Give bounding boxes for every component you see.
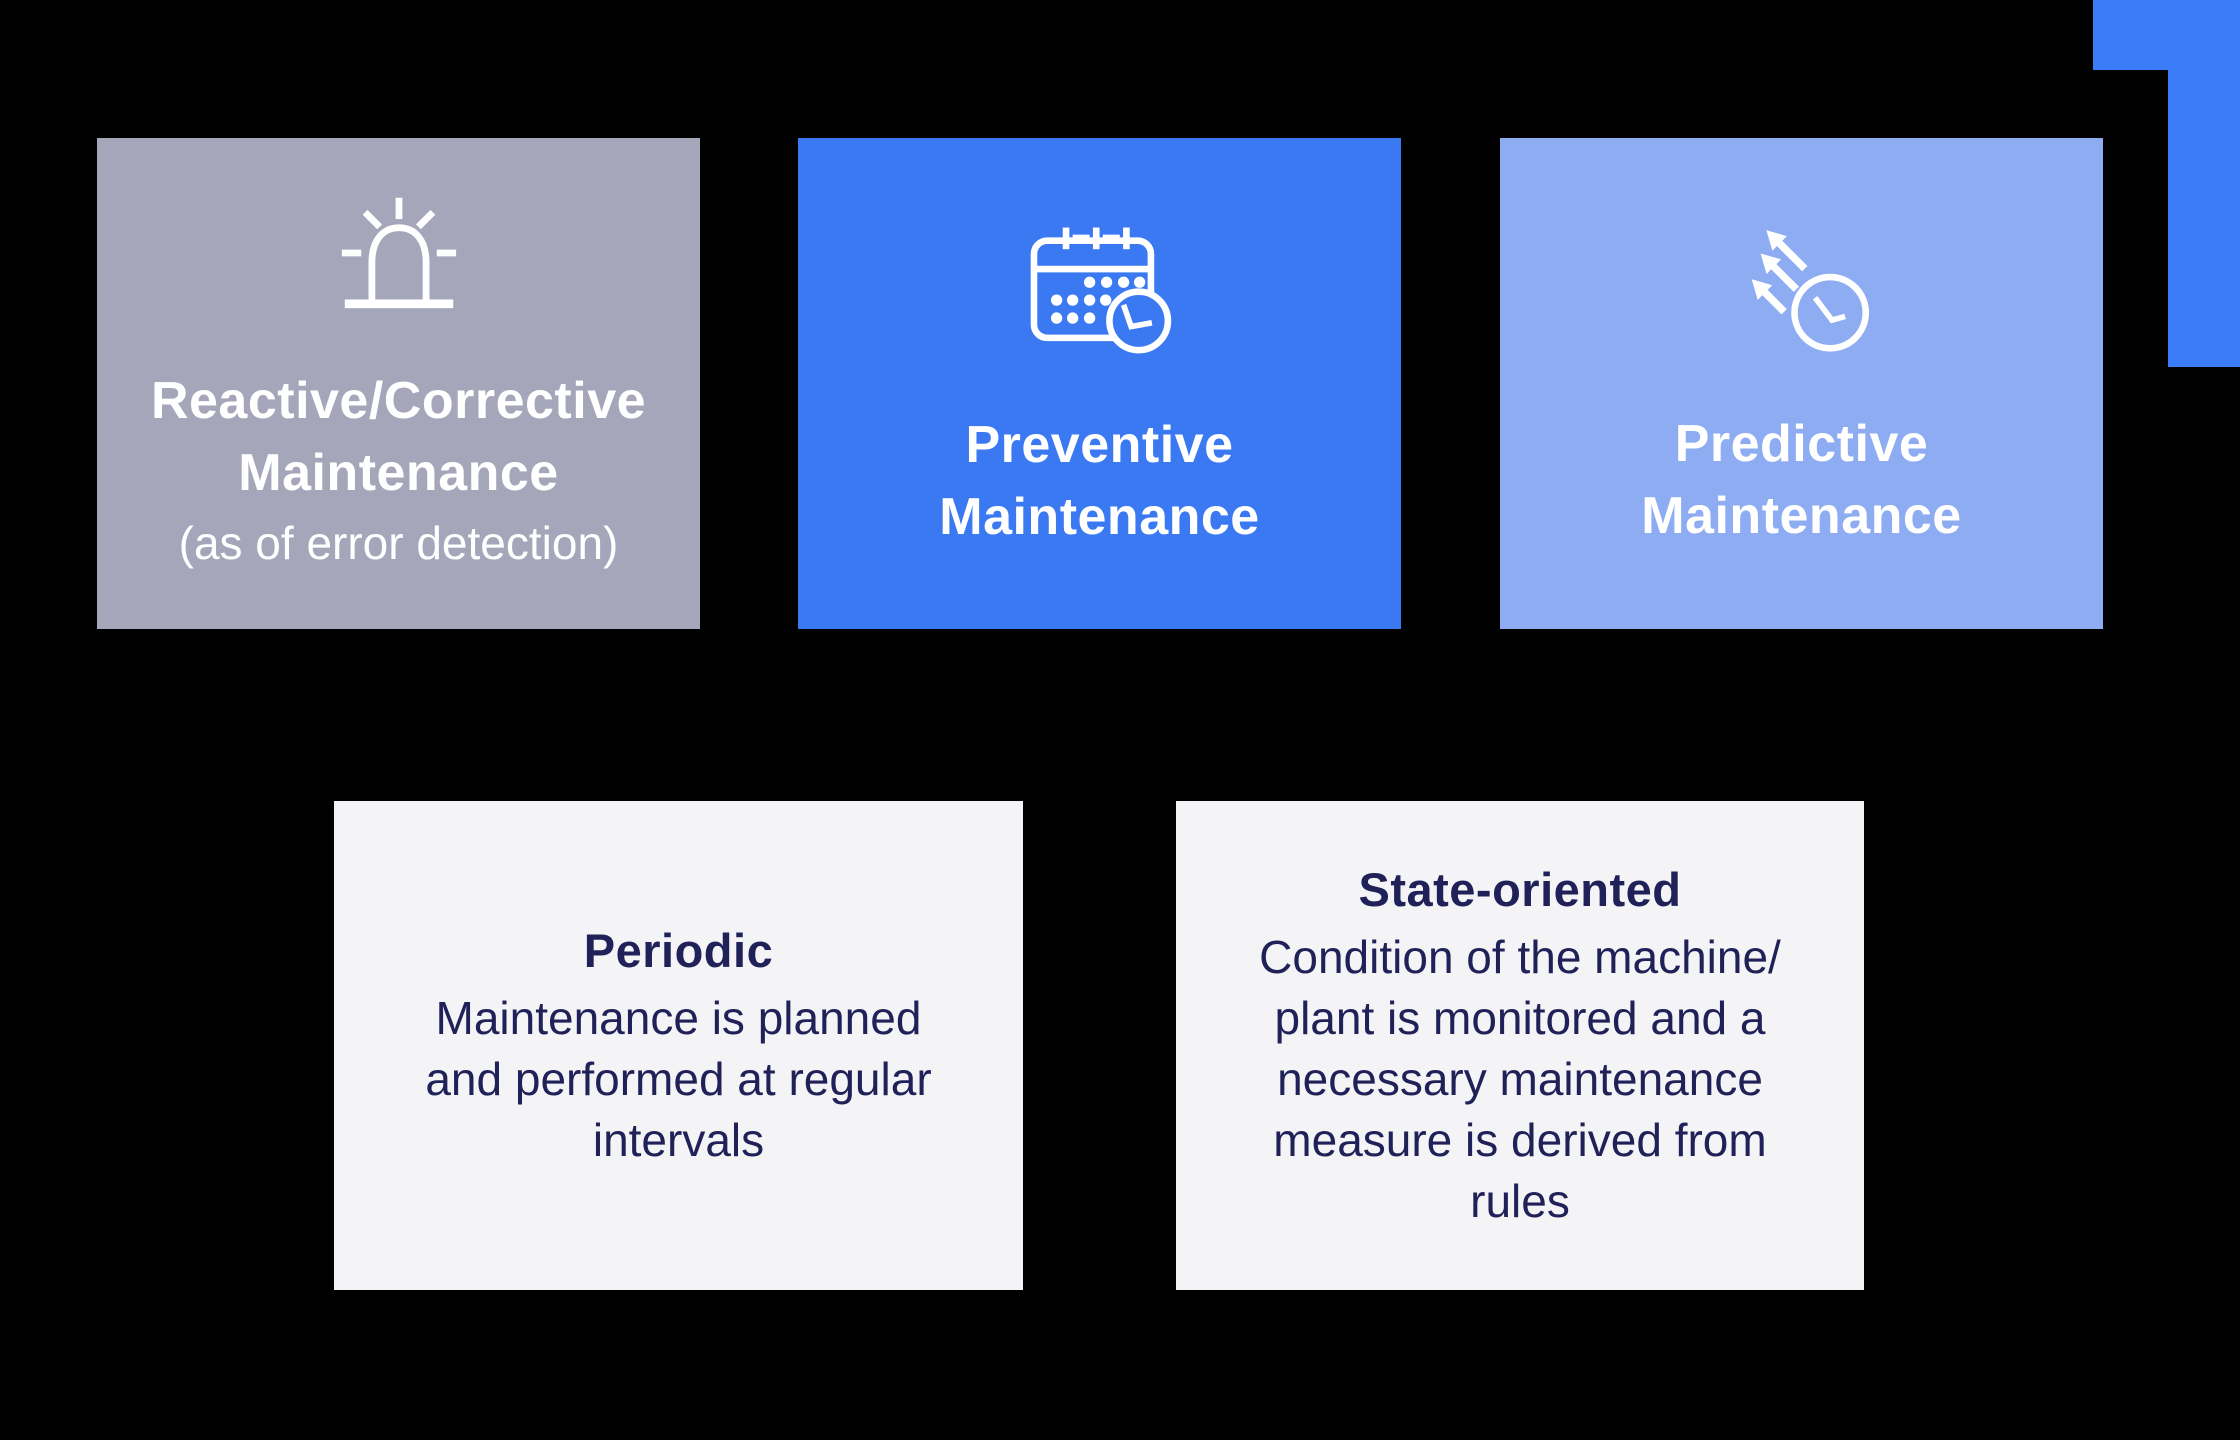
- card-body-line: and performed at regular: [425, 1053, 932, 1105]
- card-predictive-maintenance: Predictive Maintenance: [1500, 138, 2103, 629]
- card-title-line: Maintenance: [939, 487, 1260, 546]
- corner-accent-vertical-bar: [2168, 0, 2240, 367]
- card-body-line: intervals: [592, 1114, 765, 1166]
- card-title: Preventive Maintenance: [939, 409, 1259, 553]
- siren-icon: [341, 197, 456, 308]
- card-title: State-oriented: [1358, 863, 1682, 916]
- card-periodic-description: Periodic Maintenance is planned and perf…: [334, 801, 1023, 1290]
- card-body-line: plant is monitored and a: [1274, 992, 1766, 1044]
- card-body-line: rules: [1470, 1175, 1570, 1227]
- card-preventive-maintenance: Preventive Maintenance: [798, 138, 1401, 629]
- card-text-block: State-oriented Condition of the machine/…: [1259, 859, 1781, 1232]
- card-body-line: necessary maintenance: [1277, 1053, 1763, 1105]
- card-text-block: Periodic Maintenance is planned and perf…: [425, 920, 931, 1171]
- card-reactive-corrective-maintenance: Reactive/Corrective Maintenance (as of e…: [97, 138, 700, 629]
- card-title: Reactive/Corrective Maintenance: [151, 365, 646, 509]
- card-body-line: measure is derived from: [1273, 1114, 1767, 1166]
- card-title: Periodic: [583, 924, 774, 977]
- card-title-line: Predictive: [1674, 415, 1929, 473]
- card-state-oriented-description: State-oriented Condition of the machine/…: [1176, 801, 1864, 1290]
- card-title-line: Maintenance: [1641, 487, 1962, 545]
- clock-arrows-icon: [1751, 230, 1869, 352]
- card-subtitle: (as of error detection): [178, 516, 619, 569]
- card-title-line: Reactive/Corrective: [150, 371, 647, 430]
- card-title: Predictive Maintenance: [1641, 408, 1961, 552]
- card-title-line: Maintenance: [238, 443, 559, 502]
- calendar-clock-icon: [1030, 227, 1171, 353]
- card-body-line: Condition of the machine/: [1259, 931, 1781, 983]
- card-title-line: Preventive: [965, 415, 1234, 474]
- card-body-line: Maintenance is planned: [435, 992, 922, 1044]
